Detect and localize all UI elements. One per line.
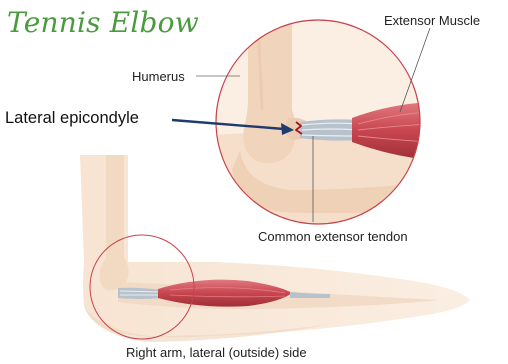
common-extensor-tendon-label: Common extensor tendon [258,230,408,243]
page-title: Tennis Elbow [7,6,199,39]
caption: Right arm, lateral (outside) side [126,346,307,359]
lateral-epicondyle-label: Lateral epicondyle [5,110,139,127]
small-tendon [118,288,162,299]
humerus-label: Humerus [132,70,185,83]
zoom-humerus-bone [243,20,296,164]
extensor-muscle-label: Extensor Muscle [384,14,480,27]
